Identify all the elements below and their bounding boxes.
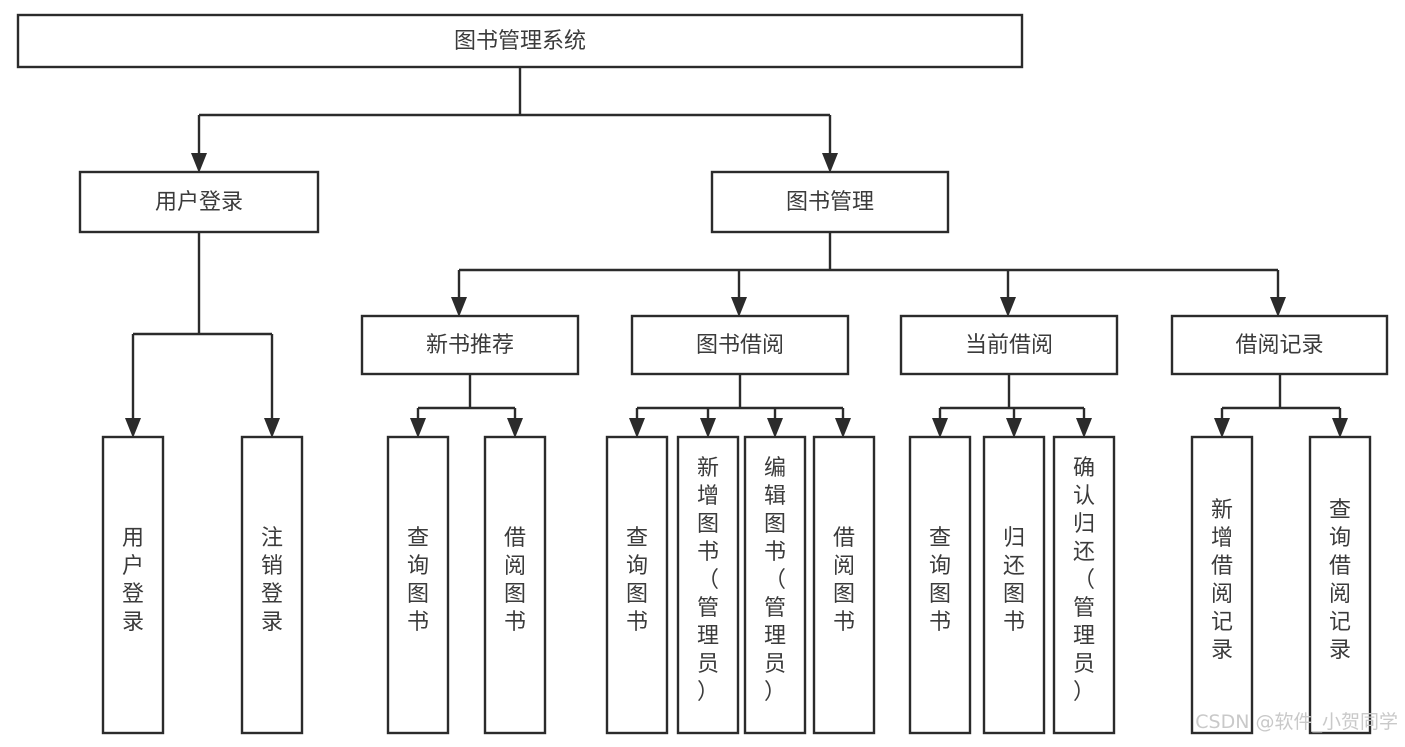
node-leaf-return-book[interactable]: 归还图书: [982, 435, 1046, 735]
node-leaf-user-logout[interactable]: 注销登录: [240, 435, 304, 735]
node-label: 查询图书: [626, 526, 648, 635]
arrow-head-icon: [410, 418, 426, 438]
conn-book-manage: [451, 232, 1286, 317]
node-label: 当前借阅: [965, 333, 1053, 358]
node-label: 归还图书: [1003, 526, 1025, 635]
node-box[interactable]: [1170, 314, 1389, 376]
node-label: 借阅图书: [504, 526, 526, 635]
node-label: 借阅图书: [833, 526, 855, 635]
arrow-head-icon: [629, 418, 645, 438]
node-box[interactable]: [908, 435, 972, 735]
node-box[interactable]: [1190, 435, 1254, 735]
node-user-login[interactable]: 用户登录: [78, 170, 320, 234]
arrow-head-icon: [1214, 418, 1230, 438]
arrow-head-icon: [822, 153, 838, 173]
watermark-label: CSDN @软件_小贺同学: [1195, 711, 1398, 733]
node-leaf-add-record[interactable]: 新增借阅记录: [1190, 435, 1254, 735]
arrow-head-icon: [1000, 297, 1016, 317]
node-leaf-query-book-3[interactable]: 查询图书: [908, 435, 972, 735]
arrow-head-icon: [731, 297, 747, 317]
arrow-head-icon: [451, 297, 467, 317]
node-label: 注销登录: [261, 526, 283, 635]
node-label: 确认归还（管理员）: [1073, 456, 1095, 705]
node-leaf-confirm-return[interactable]: 确认归还（管理员）: [1052, 435, 1116, 735]
node-box[interactable]: [812, 435, 876, 735]
node-box[interactable]: [743, 435, 807, 735]
node-box[interactable]: [982, 435, 1046, 735]
node-label: 查询借阅记录: [1329, 498, 1351, 663]
node-box[interactable]: [899, 314, 1119, 376]
node-label: 新增借阅记录: [1211, 498, 1233, 663]
node-leaf-query-book-2[interactable]: 查询图书: [605, 435, 669, 735]
node-label: 图书管理系统: [454, 29, 586, 54]
node-box[interactable]: [483, 435, 547, 735]
node-box[interactable]: [605, 435, 669, 735]
node-box[interactable]: [630, 314, 850, 376]
arrow-head-icon: [700, 418, 716, 438]
node-box[interactable]: [1052, 435, 1116, 735]
node-current-borrow[interactable]: 当前借阅: [899, 314, 1119, 376]
arrow-head-icon: [767, 418, 783, 438]
arrow-head-icon: [507, 418, 523, 438]
node-label: 用户登录: [122, 526, 144, 635]
node-box[interactable]: [101, 435, 165, 735]
node-book-manage[interactable]: 图书管理: [710, 170, 950, 234]
node-label: 借阅记录: [1235, 333, 1323, 358]
node-book-borrow[interactable]: 图书借阅: [630, 314, 850, 376]
node-leaf-query-book-1[interactable]: 查询图书: [386, 435, 450, 735]
node-box[interactable]: [676, 435, 740, 735]
node-label: 图书管理: [786, 190, 874, 215]
arrow-head-icon: [1076, 418, 1092, 438]
node-box[interactable]: [386, 435, 450, 735]
arrow-head-icon: [1332, 418, 1348, 438]
node-box[interactable]: [710, 170, 950, 234]
node-label: 查询图书: [407, 526, 429, 635]
node-label: 图书借阅: [696, 333, 784, 358]
node-leaf-query-record[interactable]: 查询借阅记录: [1308, 435, 1372, 735]
node-borrow-record[interactable]: 借阅记录: [1170, 314, 1389, 376]
arrow-head-icon: [835, 418, 851, 438]
node-box[interactable]: [78, 170, 320, 234]
node-root[interactable]: 图书管理系统: [16, 13, 1024, 69]
arrow-head-icon: [191, 153, 207, 173]
node-box[interactable]: [1308, 435, 1372, 735]
conn-current-borrow: [932, 374, 1092, 438]
node-box[interactable]: [360, 314, 580, 376]
conn-root: [191, 67, 838, 173]
arrow-head-icon: [1006, 418, 1022, 438]
node-leaf-borrow-book-2[interactable]: 借阅图书: [812, 435, 876, 735]
nodes-layer: 图书管理系统用户登录图书管理新书推荐图书借阅当前借阅借阅记录用户登录注销登录查询…: [16, 13, 1389, 735]
arrow-head-icon: [932, 418, 948, 438]
node-box[interactable]: [240, 435, 304, 735]
node-new-book-recommend[interactable]: 新书推荐: [360, 314, 580, 376]
conn-new-book-recommend: [410, 374, 523, 438]
arrow-head-icon: [125, 418, 141, 438]
arrow-head-icon: [1270, 297, 1286, 317]
node-box[interactable]: [16, 13, 1024, 69]
node-label: 新书推荐: [426, 333, 514, 358]
conn-borrow-record: [1214, 374, 1348, 438]
node-leaf-edit-book[interactable]: 编辑图书（管理员）: [743, 435, 807, 735]
connectors-layer: [125, 67, 1348, 438]
conn-user-login: [125, 232, 280, 438]
node-leaf-borrow-book-1[interactable]: 借阅图书: [483, 435, 547, 735]
node-leaf-user-login[interactable]: 用户登录: [101, 435, 165, 735]
node-label: 用户登录: [155, 190, 243, 215]
node-label: 查询图书: [929, 526, 951, 635]
node-label: 编辑图书（管理员）: [764, 456, 786, 705]
node-leaf-add-book[interactable]: 新增图书（管理员）: [676, 435, 740, 735]
node-label: 新增图书（管理员）: [697, 456, 719, 705]
conn-book-borrow: [629, 374, 851, 438]
arrow-head-icon: [264, 418, 280, 438]
